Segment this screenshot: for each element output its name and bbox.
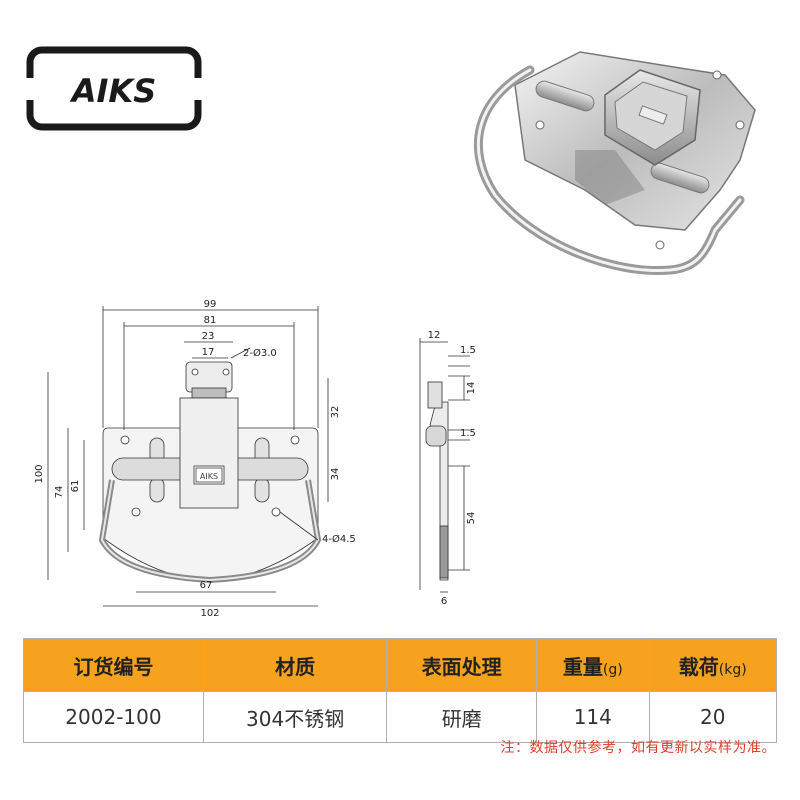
dim-34: 34: [330, 468, 341, 481]
dim-32: 32: [330, 406, 341, 419]
dim-6: 6: [441, 596, 447, 607]
dim-12: 12: [428, 330, 441, 341]
table-row: 2002-100 304不锈钢 研磨 114 20: [23, 691, 778, 743]
disclaimer-note: 注：数据仅供参考，如有更新以实样为准。: [500, 740, 776, 756]
header-order-number: 订货编号: [23, 638, 204, 692]
cell-material: 304不锈钢: [202, 691, 388, 743]
dim-67: 67: [200, 580, 213, 591]
dim-61: 61: [70, 480, 81, 493]
latch-emblem: AIKS: [200, 472, 218, 481]
dim-14: 14: [466, 382, 477, 395]
dim-2-hole: 2-Ø3.0: [243, 347, 277, 359]
dim-74: 74: [54, 486, 65, 499]
spec-table: 订货编号 材质 表面处理 重量(g) 载荷(kg) 2002-100 304不锈…: [23, 638, 778, 743]
dim-1-5-mid: 1.5: [460, 428, 476, 439]
header-weight: 重量(g): [536, 638, 650, 692]
dim-1-5-top: 1.5: [460, 345, 476, 356]
technical-drawing: AIKS 99 81 23 17 2-Ø3.0 32 34 100 74 61 …: [34, 299, 477, 619]
cell-surface-treatment: 研磨: [386, 691, 538, 743]
product-image: [473, 51, 756, 276]
dim-100: 100: [34, 464, 45, 483]
brand-logo: AIKS: [26, 46, 202, 131]
dim-81: 81: [204, 315, 217, 326]
header-surface-treatment: 表面处理: [386, 638, 538, 692]
header-material: 材质: [202, 638, 388, 692]
cell-weight: 114: [536, 691, 650, 743]
cell-load: 20: [648, 691, 778, 743]
spec-table-header: 订货编号 材质 表面处理 重量(g) 载荷(kg): [23, 638, 778, 692]
dim-54: 54: [466, 512, 477, 525]
dim-17: 17: [202, 347, 215, 358]
dim-4-hole: 4-Ø4.5: [322, 533, 356, 545]
dim-102: 102: [200, 608, 219, 619]
dim-99: 99: [204, 299, 217, 310]
dim-23: 23: [202, 331, 215, 342]
brand-logo-text: AIKS: [69, 72, 157, 110]
header-load: 载荷(kg): [648, 638, 778, 692]
cell-order-number: 2002-100: [23, 691, 204, 743]
